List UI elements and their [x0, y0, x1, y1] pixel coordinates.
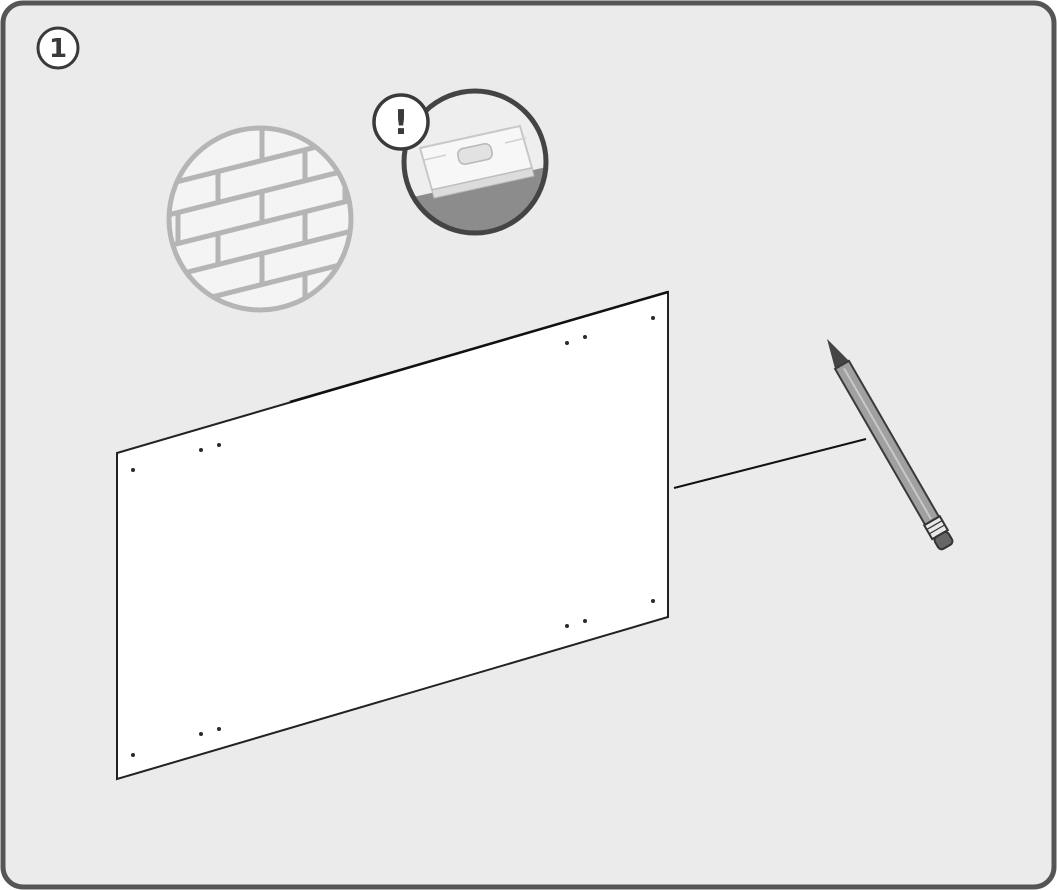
- wall-panel: [116, 290, 669, 781]
- warning-symbol: !: [393, 103, 409, 143]
- step-number: 1: [49, 34, 67, 64]
- spirit-level-icon: !: [372, 88, 549, 236]
- step-number-badge: 1: [36, 26, 80, 70]
- warning-badge: !: [372, 93, 430, 151]
- pencil-guide-line: [673, 438, 867, 489]
- mounting-holes: [131, 316, 655, 757]
- pencil-icon: [827, 338, 954, 551]
